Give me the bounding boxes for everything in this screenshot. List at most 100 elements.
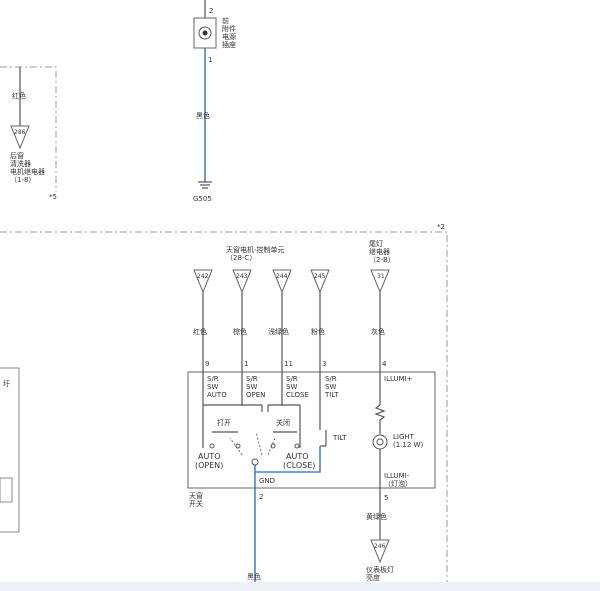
svg-text:CLOSE: CLOSE [286,391,309,399]
light-label-2: (1.12 W) [393,441,423,449]
terminal-286: 286 [14,129,26,136]
resistor-icon [374,404,386,421]
terminal-245-icon [310,269,330,294]
dash-light-label-2: 亮度 [366,573,380,582]
gnd-label: GND [259,477,275,485]
svg-text:SW: SW [325,383,336,391]
svg-text:S/R: S/R [207,375,219,383]
switch-name-auto: S/R SW AUTO [207,375,227,399]
light-label-1: LIGHT [393,433,415,441]
wire-color-black-top: 黑色 [196,111,210,120]
terminal-244-group: 244 [272,269,292,294]
left-partial-component: 圩 [0,367,20,533]
terminal-242: 242 [197,273,209,280]
terminal-243: 243 [236,273,248,280]
unit-label-1: 天窗电机-控制单元 [226,245,285,254]
relay-label-1: 尾灯 [369,239,383,248]
wire-color-yellow-green: 黄绿色 [366,512,387,521]
washer-label-2: 清洗器 [10,159,31,168]
sunroof-switch-box [187,371,436,489]
svg-text:SW: SW [286,383,297,391]
svg-text:S/R: S/R [286,375,298,383]
pin-1: 1 [244,360,248,368]
left-dashed-border [0,66,57,192]
auto-close-1: AUTO [286,452,309,461]
pin-3: 3 [322,360,326,368]
pin-5: 5 [384,494,388,502]
socket-label-2: 附件 [222,24,236,33]
terminal-243-icon [232,269,252,294]
auto-open-2: (OPEN) [195,461,223,470]
terminal-242-icon [193,269,213,294]
auto-close-2: (CLOSE) [283,461,315,470]
wire-color-brown: 棕色 [233,327,247,336]
wire-color-light-green: 浅绿色 [268,327,289,336]
close-label: 关闭 [276,418,290,427]
main-dashed-border [0,231,448,582]
accessory-socket-circuit: 2 前 附件 电源 插座 1 黑色 G505 [193,0,236,203]
terminal-245-group: 245 [310,269,330,294]
svg-text:OPEN: OPEN [246,391,265,399]
terminal-31-group: 31 [370,269,390,294]
socket-circle-icon [198,26,212,40]
note-2: *2 [437,223,445,231]
left-edge-text: 圩 [3,380,10,388]
pin-11: 11 [284,360,293,368]
terminal-246: 246 [374,543,386,550]
rear-washer-circuit: 红色 286 后窗 清洗器 电机继电器 （1-8） *5 [0,66,57,201]
tilt-label: TILT [332,434,347,442]
socket-pin-bottom: 1 [208,56,212,64]
socket-pin-icon [202,30,208,36]
washer-label-4: （1-8） [10,176,35,184]
auto-open-1: AUTO [198,452,221,461]
relay-label-2: 继电器 [369,247,390,256]
washer-label-3: 电机继电器 [10,167,45,176]
pin-4: 4 [382,360,387,368]
dash-light-label-1: 仪表板灯 [366,565,394,574]
unit-label-2: （28-C） [226,254,256,262]
socket-pin-top: 2 [209,7,213,15]
switch-label-2: 开关 [189,499,203,508]
terminal-31-icon [370,269,390,294]
svg-text:SW: SW [207,383,218,391]
switch-name-tilt: S/R SW TILT [324,375,339,399]
bulb-icon [372,434,388,450]
gnd-pin-2: 2 [259,493,263,501]
wire-color-black-bottom: 黑色 [247,572,261,581]
illumi-minus-1: ILLUMI- [384,472,410,480]
switch-internal-wiring: 打开 关闭 TILT AUTO (OPEN) AUTO (CLOSE) [195,372,347,470]
terminal-243-group: 243 [232,269,252,294]
terminal-31: 31 [377,273,385,280]
illumi-plus: ILLUMI+ [384,375,413,383]
washer-label-1: 后窗 [10,151,24,160]
terminal-245: 245 [314,273,326,280]
svg-text:AUTO: AUTO [207,391,227,399]
bottom-bar [0,582,600,591]
svg-text:S/R: S/R [246,375,258,383]
ground-label: G505 [193,195,212,203]
illumination-circuit: ILLUMI+ LIGHT (1.12 W) ILLUMI- （灯泡） 5 黄绿… [366,372,423,582]
switch-name-open: S/R SW OPEN [246,375,265,399]
terminal-286-icon [10,125,30,150]
wire-gnd-internal [254,446,321,473]
note-5: *5 [49,193,57,201]
wire-color-red-left: 红色 [12,91,26,100]
socket-label-4: 插座 [222,40,236,49]
socket-label-3: 电源 [222,32,236,41]
svg-text:SW: SW [246,383,257,391]
svg-text:TILT: TILT [324,391,339,399]
pin-9: 9 [205,360,209,368]
terminal-246-icon [370,539,390,564]
svg-text:S/R: S/R [325,375,337,383]
wire-color-gray: 灰色 [371,327,385,336]
illumi-minus-2: （灯泡） [384,479,412,488]
switch-name-close: S/R SW CLOSE [286,375,309,399]
open-label: 打开 [217,418,231,427]
terminal-242-group: 242 [193,269,213,294]
terminal-244-icon [272,269,292,294]
switch-label-1: 天窗 [189,491,203,500]
terminal-244: 244 [276,273,288,280]
wire-color-pink: 粉色 [311,327,325,336]
socket-label-1: 前 [222,16,229,25]
